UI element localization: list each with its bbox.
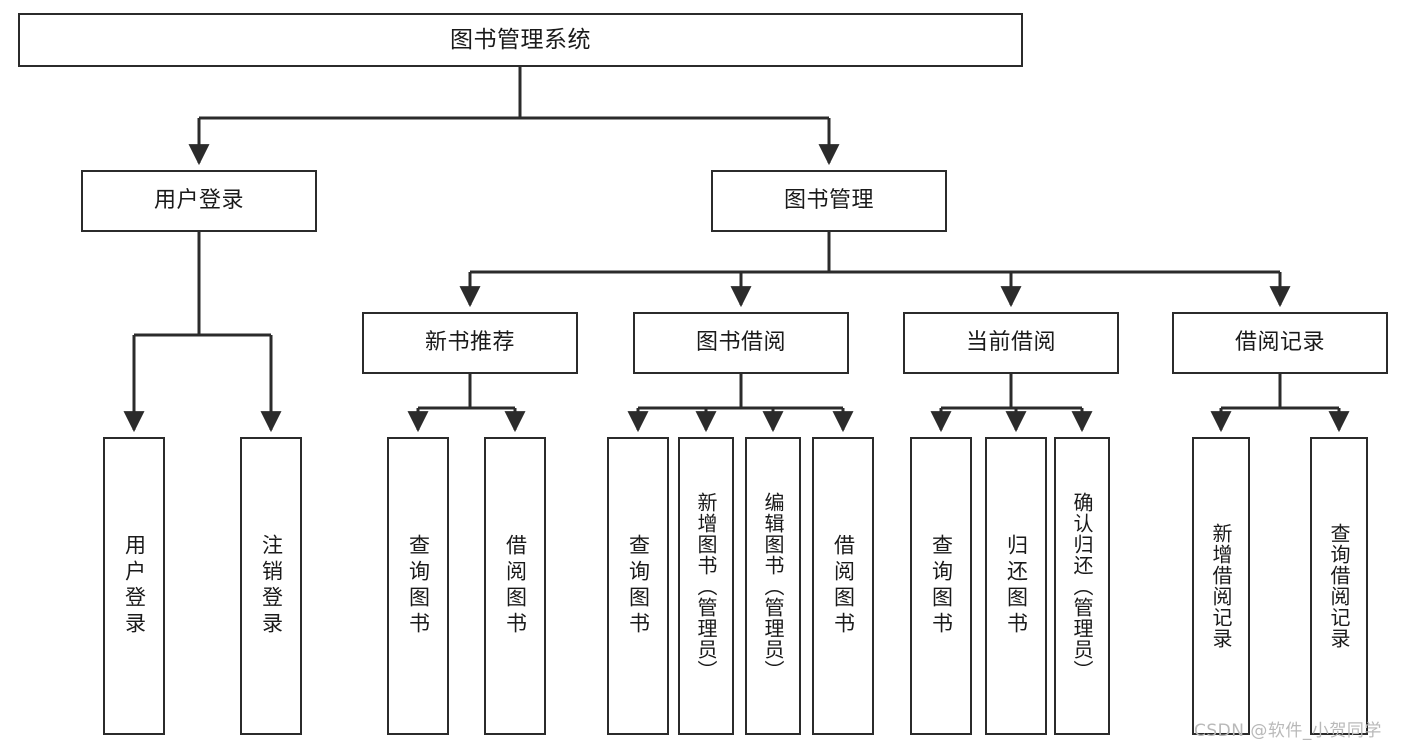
node-label-leaf-borrow-book: 借阅图书 [831,534,856,638]
node-root[interactable]: 图书管理系统 [18,13,1023,67]
node-current-borrow[interactable]: 当前借阅 [903,312,1119,374]
node-label-book-borrow: 图书借阅 [695,329,786,355]
node-leaf-query-book-borrow[interactable]: 查询图书 [607,437,669,735]
node-leaf-logout[interactable]: 注销登录 [240,437,302,735]
node-label-borrow-record: 借阅记录 [1234,329,1325,355]
node-leaf-add-borrow-record[interactable]: 新增借阅记录 [1192,437,1250,735]
node-borrow-record[interactable]: 借阅记录 [1172,312,1388,374]
node-leaf-add-book-admin[interactable]: 新增图书（管理员） [678,437,734,735]
node-label-leaf-query-book-rec: 查询图书 [406,534,431,638]
node-label-leaf-logout: 注销登录 [259,534,284,638]
watermark: CSDN @软件_小贺同学 [1194,721,1382,741]
edge-group-root [188,67,840,166]
node-label-leaf-confirm-return-admin: 确认归还（管理员） [1070,491,1094,681]
node-book-borrow[interactable]: 图书借阅 [633,312,849,374]
node-user-login[interactable]: 用户登录 [81,170,317,232]
node-label-leaf-query-book-borrow: 查询图书 [626,534,651,638]
node-leaf-borrow-book[interactable]: 借阅图书 [812,437,874,735]
node-label-leaf-return-book: 归还图书 [1004,534,1029,638]
node-leaf-user-login[interactable]: 用户登录 [103,437,165,735]
node-leaf-query-book-current[interactable]: 查询图书 [910,437,972,735]
node-label-leaf-add-book-admin: 新增图书（管理员） [694,491,718,681]
node-label-new-book-recommend: 新书推荐 [424,329,515,355]
node-label-leaf-query-borrow-record: 查询借阅记录 [1327,523,1351,649]
node-leaf-confirm-return-admin[interactable]: 确认归还（管理员） [1054,437,1110,735]
node-label-leaf-borrow-book-rec: 借阅图书 [503,534,528,638]
edge-group-book-manage [459,232,1291,308]
node-new-book-recommend[interactable]: 新书推荐 [362,312,578,374]
node-leaf-edit-book-admin[interactable]: 编辑图书（管理员） [745,437,801,735]
node-leaf-borrow-book-rec[interactable]: 借阅图书 [484,437,546,735]
node-label-book-manage: 图书管理 [783,187,874,213]
node-label-leaf-query-book-current: 查询图书 [929,534,954,638]
edge-group-book-borrow [627,374,854,433]
node-label-leaf-edit-book-admin: 编辑图书（管理员） [761,491,785,681]
edge-group-borrow-record [1210,374,1350,433]
node-leaf-query-borrow-record[interactable]: 查询借阅记录 [1310,437,1368,735]
node-leaf-query-book-rec[interactable]: 查询图书 [387,437,449,735]
node-label-user-login: 用户登录 [153,187,244,213]
edge-group-new-book-recommend [407,374,526,433]
node-label-root: 图书管理系统 [450,26,591,53]
node-label-leaf-user-login: 用户登录 [122,534,147,638]
edge-group-current-borrow [930,374,1093,433]
edge-group-user-login [123,232,282,433]
node-book-manage[interactable]: 图书管理 [711,170,947,232]
node-leaf-return-book[interactable]: 归还图书 [985,437,1047,735]
node-label-leaf-add-borrow-record: 新增借阅记录 [1209,523,1233,649]
node-label-current-borrow: 当前借阅 [965,329,1056,355]
